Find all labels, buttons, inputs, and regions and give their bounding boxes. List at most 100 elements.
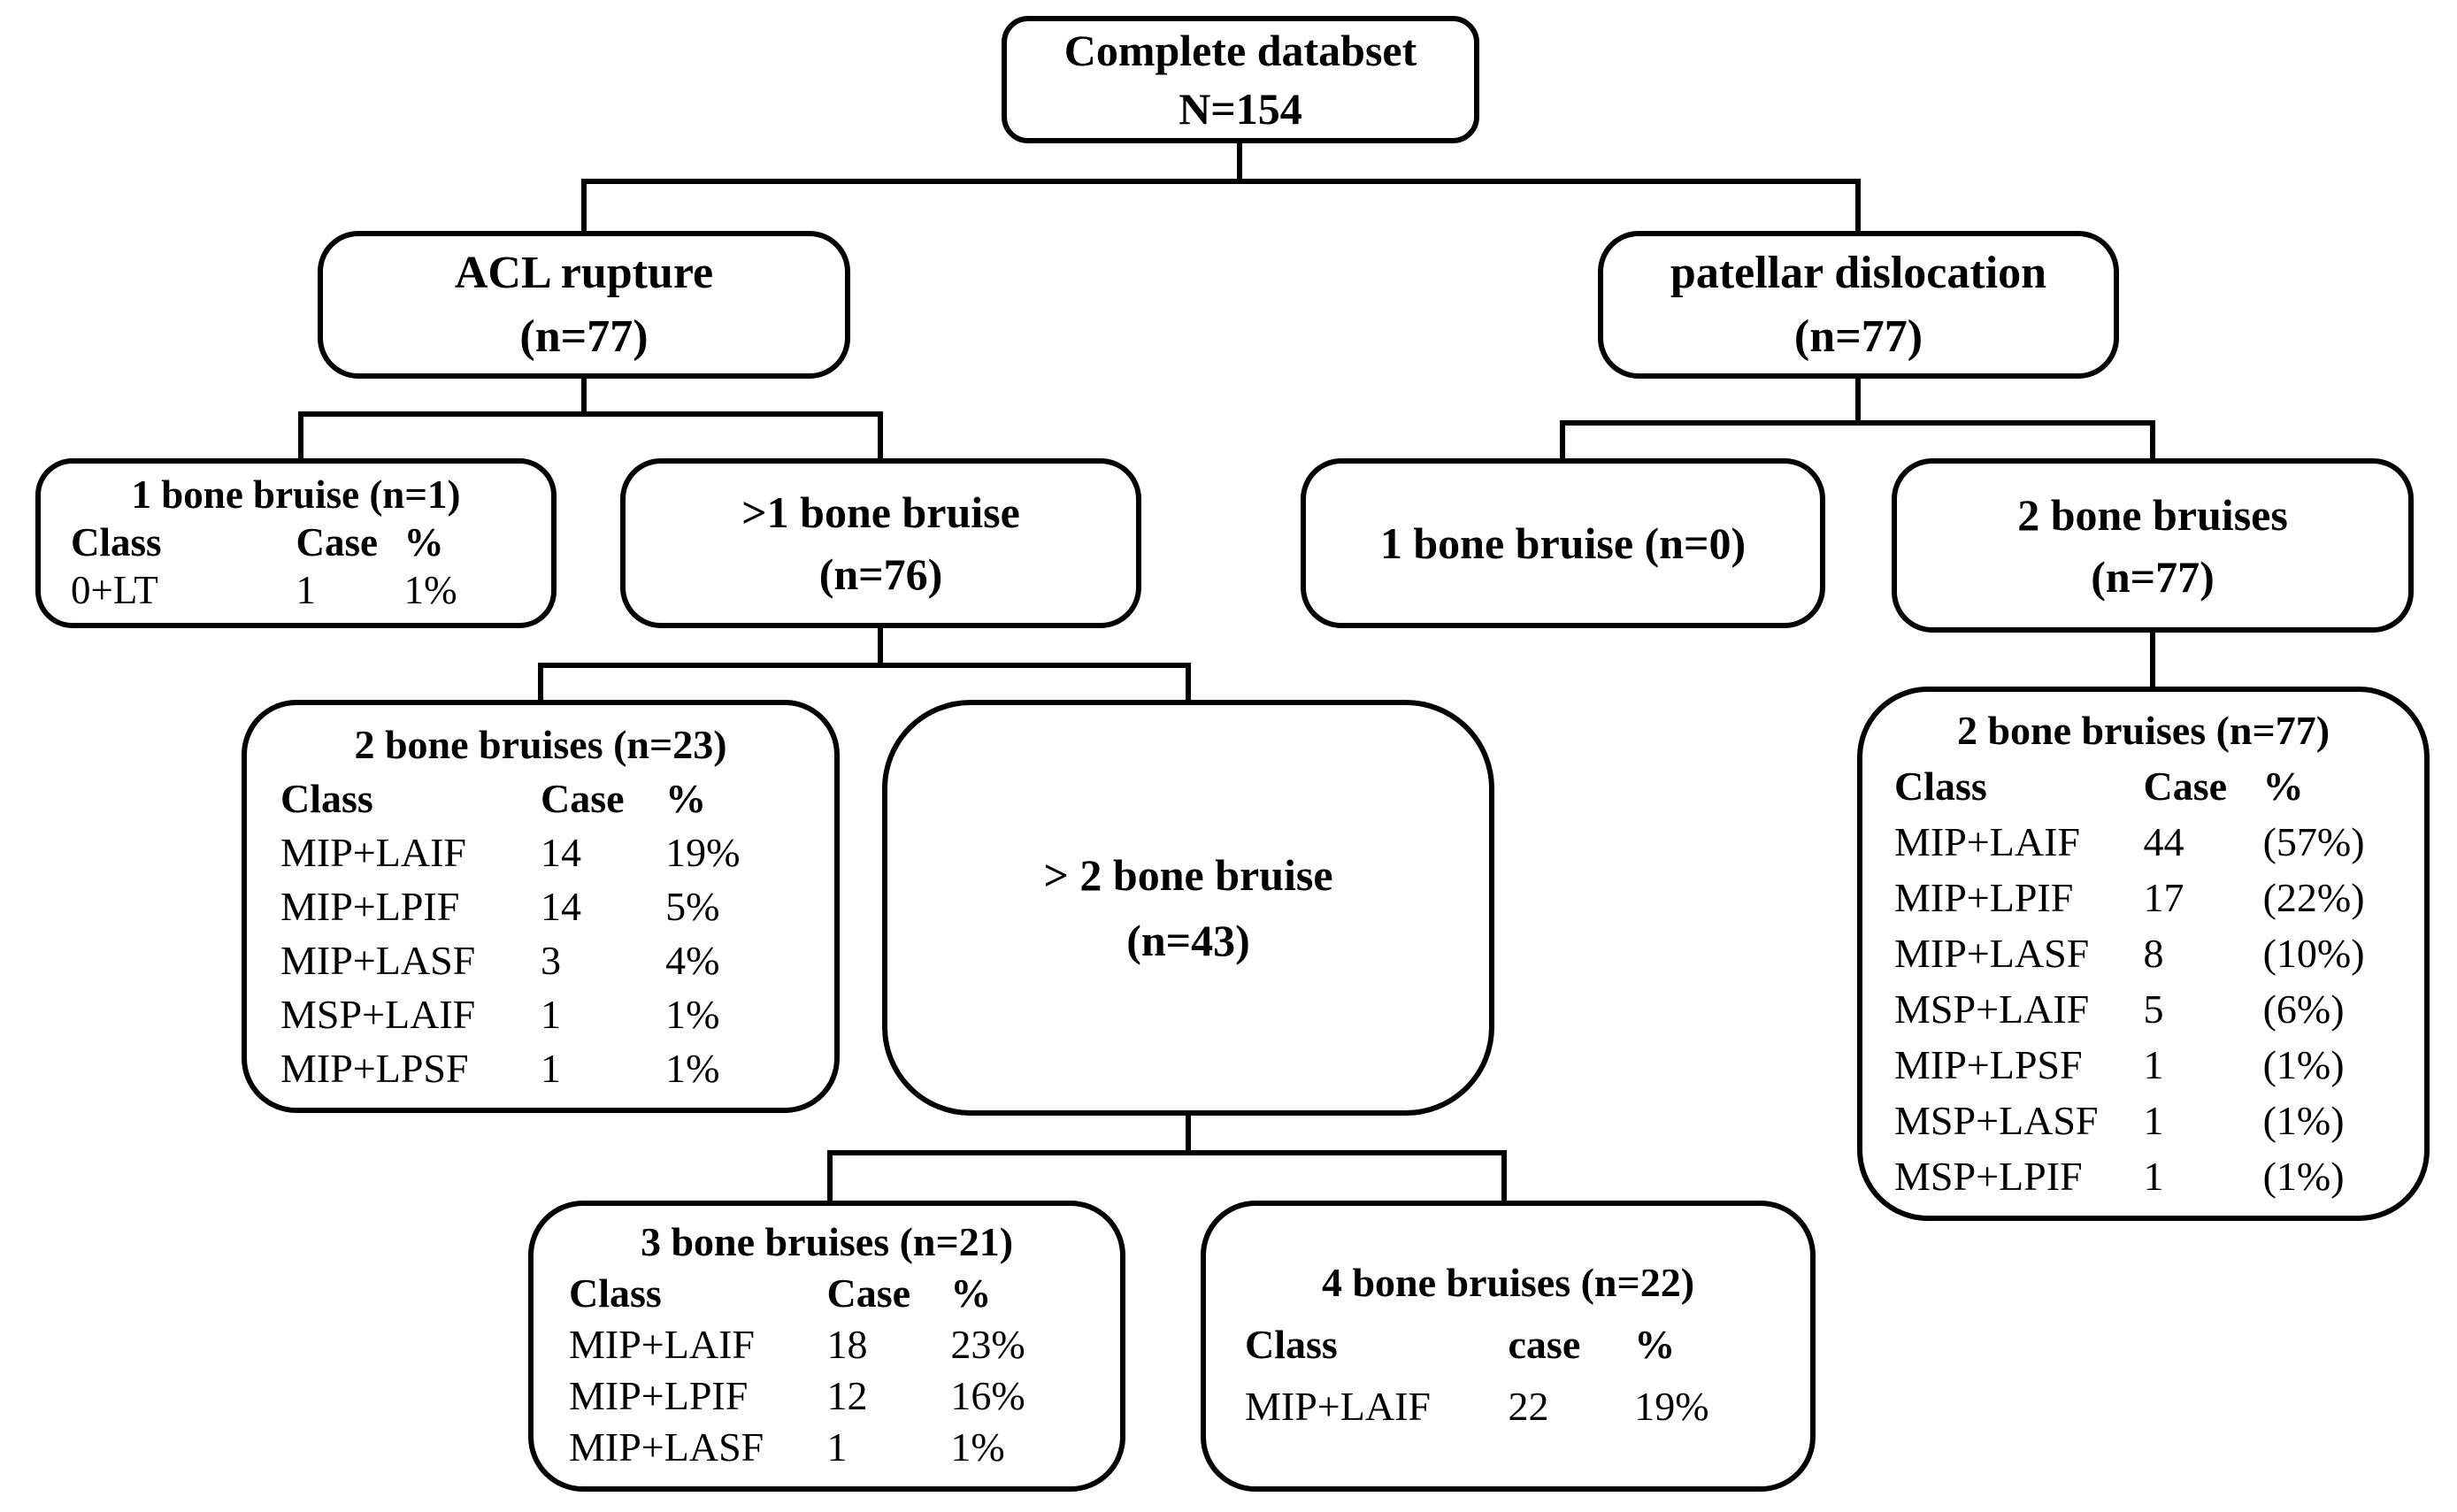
column-header: % [950, 1270, 992, 1316]
table-cell: MIP+LPIF [280, 884, 460, 929]
column-header: Case [2143, 764, 2228, 809]
table-2-bone-bruises-acl: 2 bone bruises (n=23) Class Case% MIP+LAI… [242, 700, 840, 1113]
table-cell: MIP+LASF [569, 1424, 764, 1470]
table-1-bone-bruise-acl: 1 bone bruise (n=1) Class Case% 0+LT 1 1% [35, 458, 557, 628]
table-cell: 3 [541, 938, 561, 983]
column-header: Class [280, 776, 373, 821]
table-row: MIP+LAIF 22 19% [1245, 1376, 1771, 1438]
table-cell: MSP+LAIF [1894, 986, 2090, 1032]
table-cell: MIP+LAIF [1245, 1384, 1431, 1429]
table-cell: 1 [826, 1424, 848, 1470]
table-cell: 1 [2143, 1042, 2164, 1087]
table-header: Class Case% [569, 1268, 1085, 1319]
node-title: >1 bone bruise [741, 487, 1020, 537]
node-title: patellar dislocation [1670, 247, 2047, 298]
table-cell: 1 [296, 568, 317, 612]
node-gt1-bone-bruise: >1 bone bruise (n=76) [620, 458, 1141, 628]
table-cell: (1%) [2262, 1154, 2345, 1199]
table-cell: MIP+LASF [1894, 931, 2090, 976]
table-cell: 1 [2143, 1154, 2164, 1199]
table-cell: 12 [826, 1373, 868, 1418]
table-cell: 22 [1508, 1384, 1549, 1429]
node-count: (n=43) [1126, 916, 1250, 965]
table-title: 2 bone bruises (n=77) [1956, 708, 2330, 753]
table-cell: 23% [950, 1322, 1025, 1367]
table-cell: 18 [826, 1322, 868, 1367]
table-cell: MIP+LASF [280, 938, 476, 983]
table-row: MIP+LAIF 18 23% [569, 1319, 1085, 1370]
table-cell: 0+LT [71, 568, 158, 612]
column-header: % [665, 776, 707, 821]
table-cell: (22%) [2262, 875, 2365, 920]
node-title: > 2 bone bruise [1043, 850, 1333, 900]
node-title: Complete databset [1063, 26, 1417, 75]
table-cell: 1% [403, 568, 457, 612]
table-row: MIP+LAIF 14 19% [280, 825, 801, 879]
table-cell: MSP+LPIF [1894, 1154, 2083, 1199]
column-header: Class [569, 1270, 662, 1316]
table-cell: 1% [665, 992, 720, 1037]
table-row: MIP+LASF 1 1% [569, 1422, 1085, 1473]
table-3-bone-bruises: 3 bone bruises (n=21) Class Case% MIP+LAI… [528, 1201, 1125, 1492]
table-cell: 1 [541, 1046, 561, 1091]
table-row: MIP+LPSF 1 (1%) [1894, 1037, 2392, 1093]
table-cell: (10%) [2262, 931, 2365, 976]
table-cell: (6%) [2262, 986, 2345, 1032]
table-cell: 1 [541, 992, 561, 1037]
table-cell: 16% [950, 1373, 1025, 1418]
table-cell: 5% [665, 884, 720, 929]
table-body: 0+LT 1 1% [71, 566, 521, 614]
table-cell: 19% [665, 830, 741, 875]
table-cell: 8 [2143, 931, 2164, 976]
column-header: Case [826, 1270, 911, 1316]
table-row: MSP+LPIF 1 (1%) [1894, 1148, 2392, 1204]
node-patellar-dislocation: patellar dislocation (n=77) [1598, 231, 2119, 379]
table-cell: (57%) [2262, 819, 2365, 864]
table-cell: MSP+LAIF [280, 992, 476, 1037]
node-gt2-bone-bruise: > 2 bone bruise (n=43) [882, 700, 1494, 1116]
table-title: 4 bone bruises (n=22) [1321, 1260, 1695, 1305]
table-body: MIP+LAIF 18 23% MIP+LPIF 12 16% MIP+LASF 1 1% [569, 1319, 1085, 1473]
column-header: Case [541, 776, 625, 821]
table-header: Class Case% [280, 771, 801, 825]
node-count: (n=77) [519, 311, 649, 362]
table-row: MIP+LASF 8 (10%) [1894, 925, 2392, 981]
node-title: 1 bone bruise (n=0) [1379, 518, 1747, 568]
column-header: Case [296, 520, 378, 564]
table-cell: 14 [541, 830, 581, 875]
column-header: % [1634, 1322, 1676, 1367]
column-header: Class [1245, 1322, 1338, 1367]
column-header: Class [71, 520, 162, 564]
table-cell: (1%) [2262, 1042, 2345, 1087]
node-count: (n=77) [2091, 551, 2215, 602]
table-cell: 4% [665, 938, 720, 983]
table-cell: MIP+LAIF [569, 1322, 755, 1367]
table-cell: 19% [1634, 1384, 1709, 1429]
table-cell: MIP+LPIF [1894, 875, 2074, 920]
node-2-bone-bruises-patellar: 2 bone bruises (n=77) [1892, 458, 2414, 633]
table-cell: 5 [2143, 986, 2164, 1032]
table-title: 1 bone bruise (n=1) [131, 472, 461, 517]
table-row: MSP+LAIF 5 (6%) [1894, 981, 2392, 1037]
table-cell: MIP+LAIF [280, 830, 466, 875]
table-title: 2 bone bruises (n=23) [354, 722, 727, 767]
table-row: MIP+LASF 3 4% [280, 933, 801, 987]
node-title: ACL rupture [454, 247, 714, 298]
table-cell: MIP+LPIF [569, 1373, 749, 1418]
column-header: % [403, 520, 444, 564]
table-cell: 1% [950, 1424, 1005, 1470]
table-title: 3 bone bruises (n=21) [640, 1219, 1014, 1264]
table-body: MIP+LAIF 22 19% [1245, 1376, 1771, 1438]
table-cell: MIP+LPSF [1894, 1042, 2083, 1087]
